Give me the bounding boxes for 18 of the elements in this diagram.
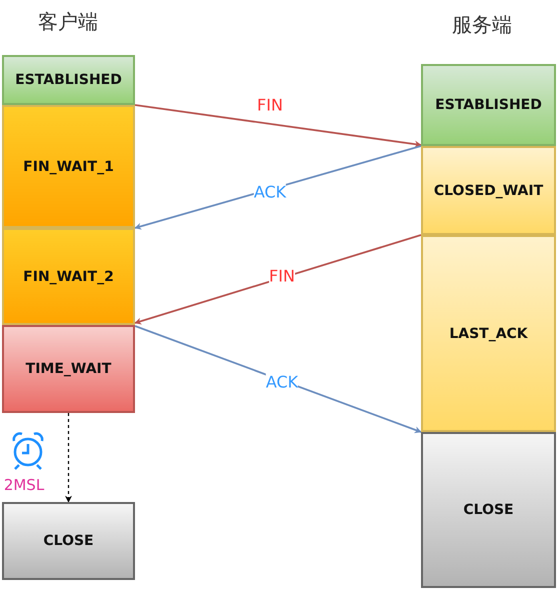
timer-label: 2MSL (4, 476, 44, 494)
state-box: CLOSED_WAIT (421, 146, 556, 235)
state-box: FIN_WAIT_2 (2, 228, 135, 325)
arrow (134, 325, 422, 434)
edge-label: FIN (269, 266, 295, 286)
state-box: TIME_WAIT (2, 325, 135, 413)
state-box: FIN_WAIT_1 (2, 105, 135, 228)
column-heading: 服务端 (452, 12, 512, 38)
arrow (134, 104, 422, 148)
column-heading: 客户端 (38, 8, 98, 36)
state-box: CLOSE (2, 502, 135, 580)
arrow (134, 234, 422, 324)
arrow (65, 413, 72, 503)
state-box: ESTABLISHED (421, 64, 556, 146)
arrow (134, 145, 422, 230)
state-box: LAST_ACK (421, 235, 556, 432)
state-box: ESTABLISHED (2, 55, 135, 105)
state-box: CLOSE (421, 432, 556, 588)
